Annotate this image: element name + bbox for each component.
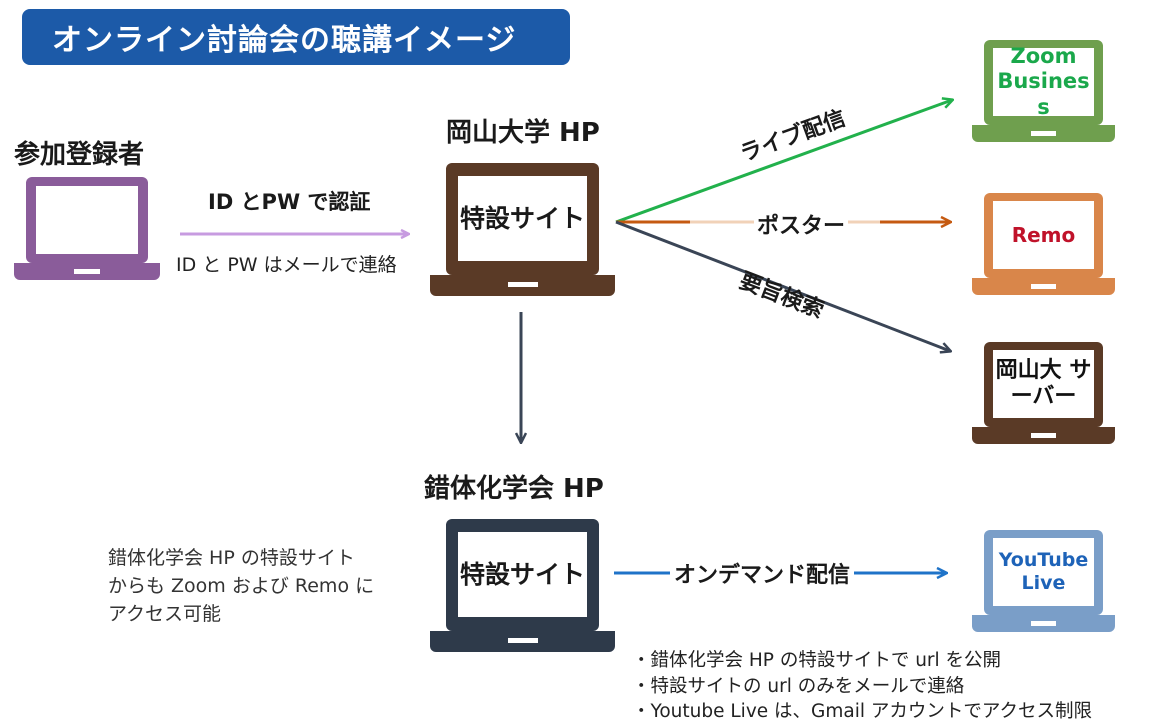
route-poster-label: ポスター [754,208,849,240]
side-note-line-1: 錯体化学会 HP の特設サイト [108,547,355,569]
abstract-arrow [615,220,950,351]
remo-laptop: Remo [972,193,1115,295]
zoom-label: Zoom Business [993,44,1094,119]
server-laptop: 岡山大 サーバー [972,342,1115,444]
bullet-1: ・錯体化学会 HP の特設サイトで url を公開 [632,650,1002,671]
zoom-laptop: Zoom Business [972,40,1115,142]
sakutai-hp-label: 錯体化学会 HP [424,474,604,504]
registrant-label: 参加登録者 [14,140,145,170]
okayama-hp-label: 岡山大学 HP [446,118,600,148]
live-arrow [615,100,952,224]
youtube-laptop: YouTube Live [972,530,1115,632]
remo-label: Remo [993,201,1094,269]
page-title: オンライン討論会の聴講イメージ [22,9,570,65]
bullet-3: ・Youtube Live は、Gmail アカウントでアクセス制限 [632,701,1092,722]
bullet-2: ・特設サイトの url のみをメールで連絡 [632,676,965,697]
side-note-line-3: アクセス可能 [108,603,222,625]
okayama-screen-text: 特設サイト [458,176,587,261]
route-ondemand-label: オンデマンド配信 [670,557,855,589]
server-label: 岡山大 サーバー [993,350,1094,418]
youtube-label: YouTube Live [993,538,1094,606]
side-note-line-2: からも Zoom および Remo に [108,575,375,597]
auth-sub-label: ID と PW はメールで連絡 [176,254,397,276]
okayama-hp-laptop: 特設サイト [430,163,615,296]
sakutai-hp-laptop: 特設サイト [430,519,615,652]
sakutai-screen-text: 特設サイト [458,532,587,617]
auth-main-label: ID とPW で認証 [208,190,371,214]
registrant-laptop [14,177,160,280]
